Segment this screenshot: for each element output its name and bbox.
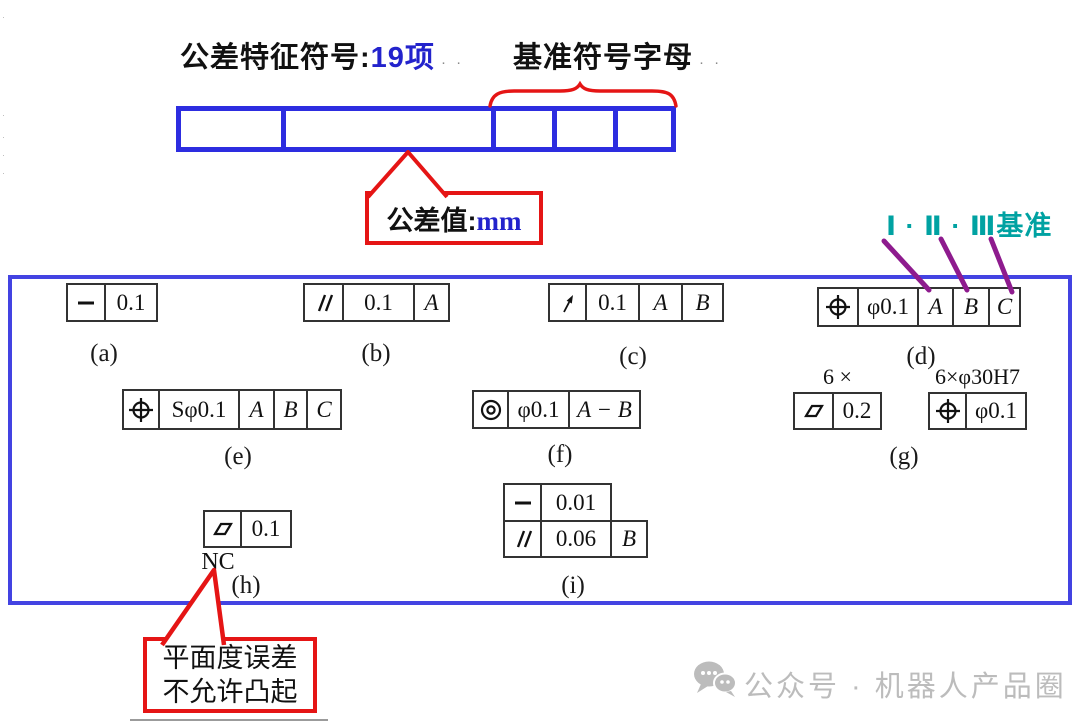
fcf-e: Sφ0.1 A B C (122, 389, 342, 430)
watermark-text: 公众号 · 机器人产品圈 (744, 671, 1067, 703)
flatness-error-text: 平面度误差 不允许凸起 (163, 641, 298, 709)
fcf-f-datum-1: A − B (568, 392, 639, 427)
fcf-d-label: (d) (906, 343, 936, 370)
fcf-b: 0.1 A (303, 283, 450, 322)
fcf-d-value: φ0.1 (857, 289, 917, 325)
margin-artifact: · (2, 132, 5, 142)
fcf-f-label: (f) (547, 441, 573, 468)
fcf-h: 0.1 (203, 510, 292, 548)
schematic-cell-datum-1 (491, 111, 552, 147)
page-bottom-line (130, 719, 328, 721)
tolerance-value-unit: mm (476, 205, 522, 236)
artifact-dots: · · (440, 54, 465, 71)
fcf-c-datum-2: B (681, 285, 722, 320)
margin-artifact: · (2, 168, 5, 178)
fcf-c-value: 0.1 (585, 285, 638, 320)
flatness-error-callout: 平面度误差 不允许凸起 (143, 637, 317, 713)
concentricity-icon (474, 392, 507, 427)
tolerance-value-text: 公差值:mm (387, 199, 522, 238)
fcf-b-label: (b) (361, 340, 391, 367)
fcf-b-datum-1: A (413, 285, 448, 320)
schematic-cell-datum-2 (552, 111, 613, 147)
fcf-e-value: Sφ0.1 (158, 391, 238, 428)
fcf-a-value: 0.1 (104, 285, 156, 320)
fcf-i-top-value: 0.01 (540, 485, 610, 520)
fcf-e-label: (e) (224, 443, 252, 470)
fcf-c-datum-1: A (638, 285, 681, 320)
fcf-g-label: (g) (889, 443, 919, 470)
fcf-i-label: (i) (561, 572, 585, 599)
fcf-i-top: 0.01 (503, 483, 612, 522)
flatness-icon (205, 512, 240, 546)
straightness-icon (505, 485, 540, 520)
fcf-g-right-value: φ0.1 (965, 394, 1025, 428)
position-icon (124, 391, 158, 428)
datum-order-note: Ⅰ · Ⅱ · Ⅲ基准 (886, 211, 1053, 241)
fcf-c-label: (c) (619, 343, 647, 370)
schematic-frame (176, 106, 676, 152)
fcf-c: 0.1 A B (548, 283, 724, 322)
fcf-g-right: φ0.1 (928, 392, 1027, 430)
tolerance-value-label: 公差值: (386, 205, 477, 236)
fcf-g-left-count: 6 × (823, 364, 852, 389)
headline-datum-label: 基准符号字母 (513, 42, 694, 74)
tolerance-value-callout: 公差值:mm (365, 191, 543, 245)
headline-tolerance-label: 公差特征符号: (180, 42, 371, 74)
fcf-b-value: 0.1 (342, 285, 413, 320)
fcf-d-datum-3: C (988, 289, 1019, 325)
datum-brace (488, 80, 678, 108)
straightness-icon (68, 285, 104, 320)
headline-datum-letters: 基准符号字母 · · (513, 34, 722, 76)
fcf-g-right-count: 6×φ30H7 (935, 364, 1020, 389)
fcf-e-datum-1: A (238, 391, 273, 428)
margin-artifact: · (2, 150, 5, 160)
fcf-g-left: 0.2 (793, 392, 882, 430)
fcf-g-left-value: 0.2 (832, 394, 880, 428)
fcf-i-bottom: 0.06 B (503, 520, 648, 558)
flatness-icon (795, 394, 832, 428)
fcf-f-value: φ0.1 (507, 392, 568, 427)
artifact-dots: · · (699, 54, 723, 71)
fcf-d: φ0.1 A B C (817, 287, 1021, 327)
fcf-h-value: 0.1 (240, 512, 290, 546)
fcf-e-datum-2: B (273, 391, 306, 428)
fcf-h-label: (h) (231, 572, 261, 599)
headline-tolerance-symbols: 公差特征符号:19项 · · (180, 34, 464, 76)
position-icon (930, 394, 965, 428)
fcf-i-bottom-value: 0.06 (540, 522, 610, 556)
wechat-icon (692, 660, 738, 698)
margin-artifact: · (2, 110, 5, 120)
flatness-error-line1: 平面度误差 (162, 643, 298, 673)
parallelism-icon (505, 522, 540, 556)
fcf-d-datum-1: A (917, 289, 952, 325)
margin-artifact: · (2, 12, 5, 22)
schematic-cell-symbol (181, 111, 281, 147)
flatness-error-line2: 不允许凸起 (162, 677, 298, 707)
fcf-i-bottom-datum: B (610, 522, 646, 556)
headline-tolerance-count: 19项 (370, 42, 435, 74)
schematic-cell-datum-3 (613, 111, 671, 147)
fcf-f: φ0.1 A − B (472, 390, 641, 429)
position-icon (819, 289, 857, 325)
fcf-d-datum-2: B (952, 289, 988, 325)
fcf-a-label: (a) (90, 340, 118, 367)
fcf-a: 0.1 (66, 283, 158, 322)
circular-runout-icon (550, 285, 585, 320)
parallelism-icon (305, 285, 342, 320)
fcf-e-datum-3: C (306, 391, 340, 428)
schematic-cell-value (281, 111, 491, 147)
